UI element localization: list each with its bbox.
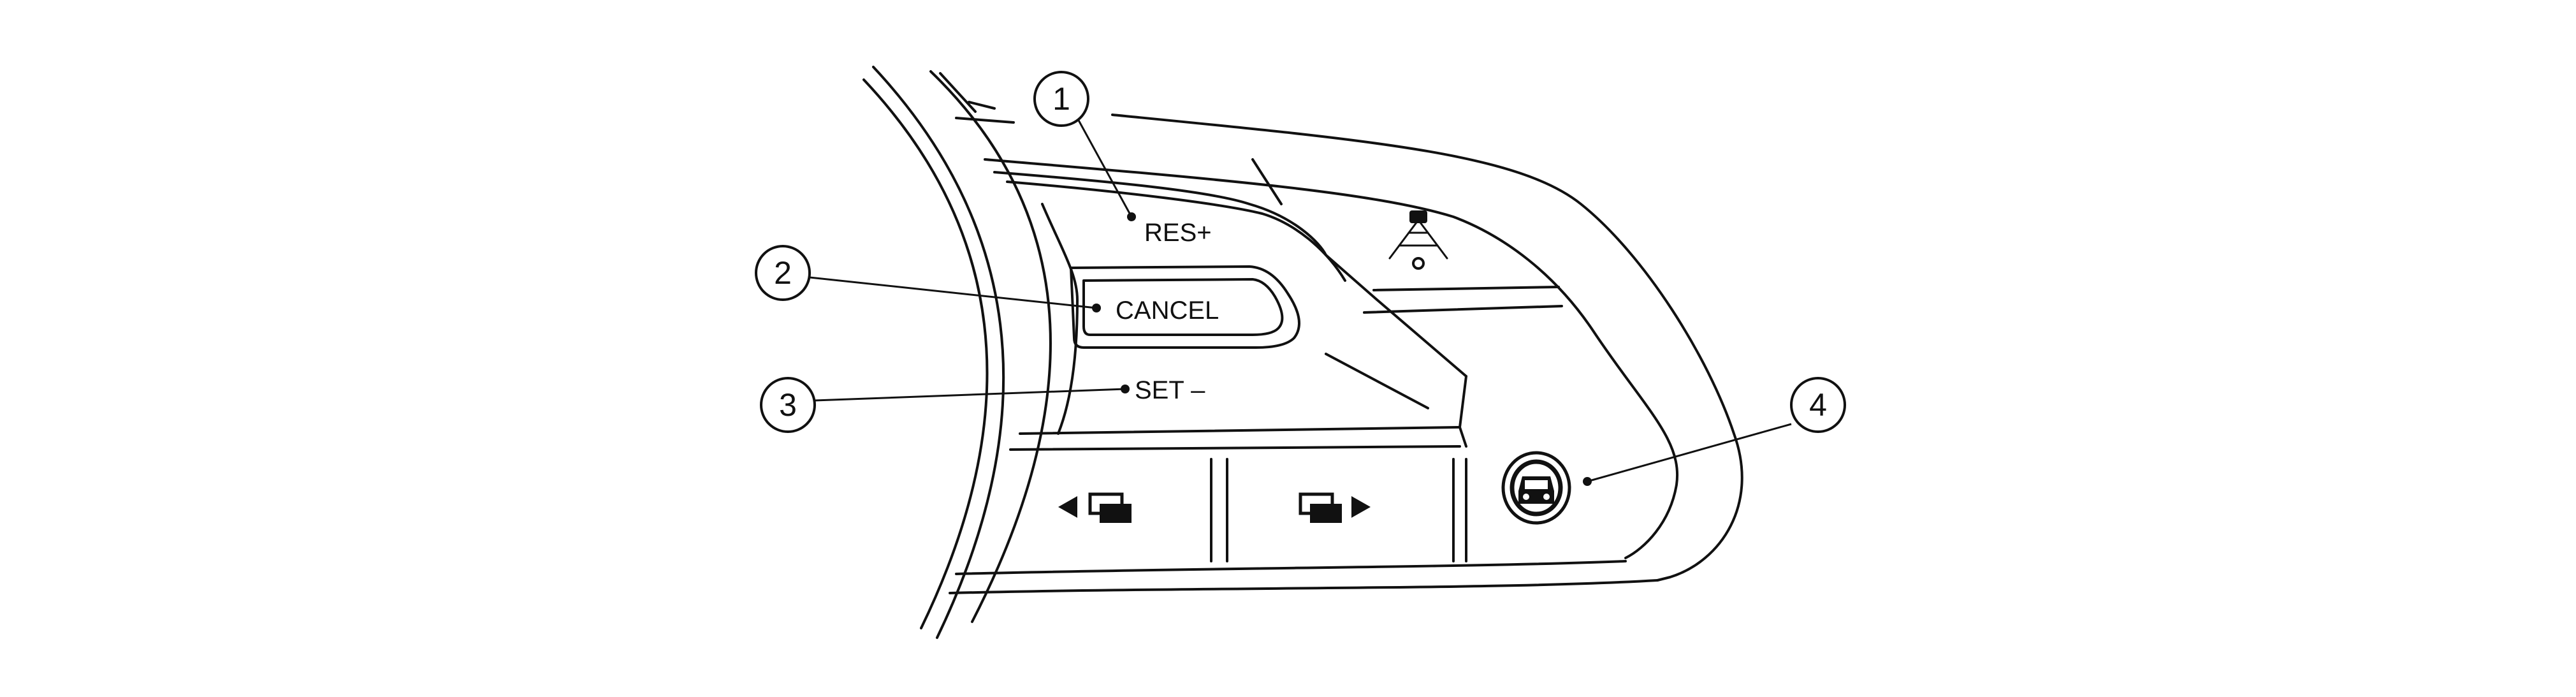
callout-3: 3 bbox=[760, 377, 1130, 433]
display-window-icon bbox=[1088, 492, 1132, 523]
display-next-button[interactable] bbox=[1299, 492, 1371, 523]
switch-housing bbox=[949, 101, 1743, 594]
left-arrow-icon bbox=[1058, 496, 1077, 518]
callout-2: 2 bbox=[755, 245, 1101, 312]
callout-number: 4 bbox=[1809, 387, 1827, 423]
res-plus-label[interactable]: RES+ bbox=[1144, 219, 1212, 247]
callout-number: 2 bbox=[774, 255, 792, 291]
callout-4: 4 bbox=[1583, 377, 1846, 486]
callout-1: 1 bbox=[1033, 71, 1136, 221]
cruise-car-icon bbox=[1518, 476, 1554, 504]
set-minus-label[interactable]: SET – bbox=[1135, 376, 1205, 404]
display-prev-button[interactable] bbox=[1058, 492, 1132, 523]
callout-number: 1 bbox=[1052, 81, 1070, 117]
steering-wheel-rim bbox=[862, 66, 1052, 639]
cancel-label: CANCEL bbox=[1116, 297, 1219, 325]
display-window-icon bbox=[1299, 492, 1342, 523]
cancel-button[interactable]: CANCEL bbox=[1070, 265, 1300, 349]
right-arrow-icon bbox=[1351, 496, 1371, 518]
cruise-main-switch[interactable] bbox=[1501, 451, 1571, 525]
vehicle-distance-icon[interactable] bbox=[1388, 210, 1448, 270]
callout-number: 3 bbox=[779, 387, 797, 423]
